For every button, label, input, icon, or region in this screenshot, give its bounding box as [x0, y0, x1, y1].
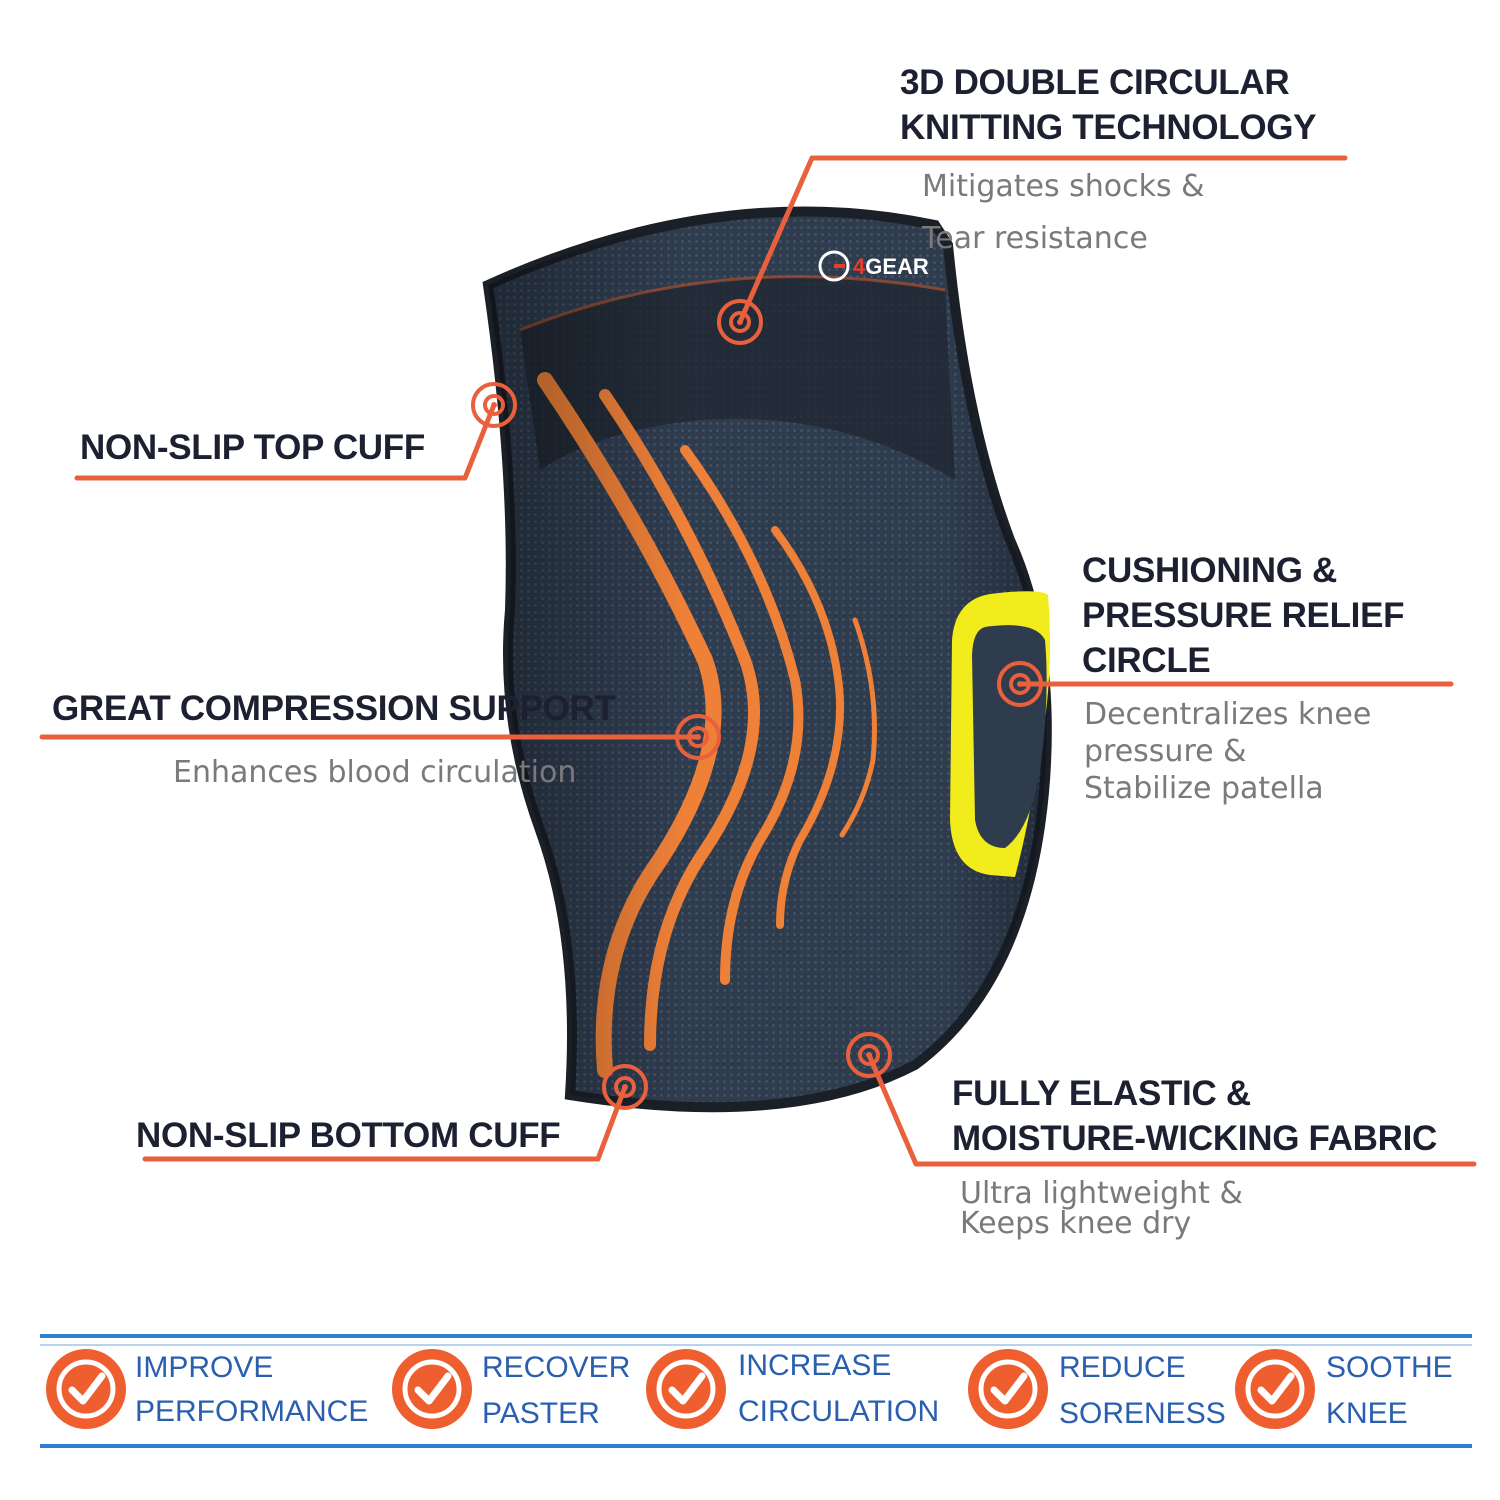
compression-target-icon — [675, 714, 721, 760]
cushion-desc-line3: Stabilize patella — [1084, 771, 1324, 806]
svg-text:4GEAR: 4GEAR — [853, 254, 929, 279]
check-circle-icon — [968, 1349, 1048, 1429]
logo-text-rest: GEAR — [865, 254, 929, 279]
compression-title: GREAT COMPRESSION SUPPORT — [52, 689, 616, 728]
fabric-desc-line1: Ultra lightweight & — [960, 1176, 1243, 1211]
benefit-recover-line1: RECOVER — [482, 1351, 631, 1384]
cushion-title-line2: PRESSURE RELIEF — [1082, 596, 1405, 635]
callout-lines — [39, 155, 1477, 1167]
bottom-cuff-leader — [142, 1084, 628, 1162]
knitting-desc-line2: Tear resistance — [922, 221, 1148, 256]
fabric-desc-line2: Keeps knee dry — [960, 1206, 1192, 1241]
bottom-cuff-target-icon — [602, 1064, 648, 1110]
check-circle-icon — [1235, 1349, 1315, 1429]
top-cuff-title: NON-SLIP TOP CUFF — [80, 428, 425, 467]
logo-4: 4 — [853, 254, 866, 279]
check-circle-icon — [392, 1349, 472, 1429]
benefit-increase-line2: CIRCULATION — [738, 1395, 940, 1428]
knitting-leader — [737, 155, 1348, 325]
cushion-title-line1: CUSHIONING & — [1082, 551, 1338, 590]
knitting-title-line1: 3D DOUBLE CIRCULAR — [900, 63, 1290, 102]
knee-sleeve: 4GEAR — [482, 206, 1052, 1113]
cushion-title-line3: CIRCLE — [1082, 641, 1211, 680]
benefit-improve-line2: PERFORMANCE — [135, 1395, 369, 1428]
knitting-title-line2: KNITTING TECHNOLOGY — [900, 108, 1317, 147]
top-cuff-target-icon — [471, 382, 517, 428]
benefit-reduce-line1: REDUCE — [1059, 1351, 1186, 1384]
top-cuff-leader — [74, 402, 497, 481]
fabric-title-line1: FULLY ELASTIC & — [952, 1074, 1251, 1113]
bottom-cuff-title: NON-SLIP BOTTOM CUFF — [136, 1116, 561, 1155]
target-markers — [471, 299, 1043, 1110]
fabric-title-line2: MOISTURE-WICKING FABRIC — [952, 1119, 1438, 1158]
fabric-target-icon — [846, 1032, 892, 1078]
knitting-target-icon — [717, 299, 763, 345]
benefit-increase-line1: INCREASE — [738, 1349, 892, 1382]
check-circle-icon — [646, 1349, 726, 1429]
check-circle-icon — [46, 1349, 126, 1429]
benefits-bar-rules — [40, 1334, 1472, 1448]
cushion-desc-line1: Decentralizes knee — [1084, 697, 1372, 732]
benefit-recover-line2: PASTER — [482, 1397, 600, 1430]
compression-desc: Enhances blood circulation — [173, 755, 577, 790]
benefit-soothe-line2: KNEE — [1326, 1397, 1408, 1430]
cushion-target-icon — [997, 661, 1043, 707]
knitting-desc-line1: Mitigates shocks & — [922, 169, 1205, 204]
cushion-desc-line2: pressure & — [1084, 734, 1247, 769]
benefit-reduce-line2: SORENESS — [1059, 1397, 1226, 1430]
benefit-check-icons — [46, 1349, 1315, 1429]
benefit-soothe-line1: SOOTHE — [1326, 1351, 1453, 1384]
benefit-improve-line1: IMPROVE — [135, 1351, 274, 1384]
brand-logo: 4GEAR — [818, 250, 929, 282]
fabric-leader — [866, 1052, 1477, 1167]
